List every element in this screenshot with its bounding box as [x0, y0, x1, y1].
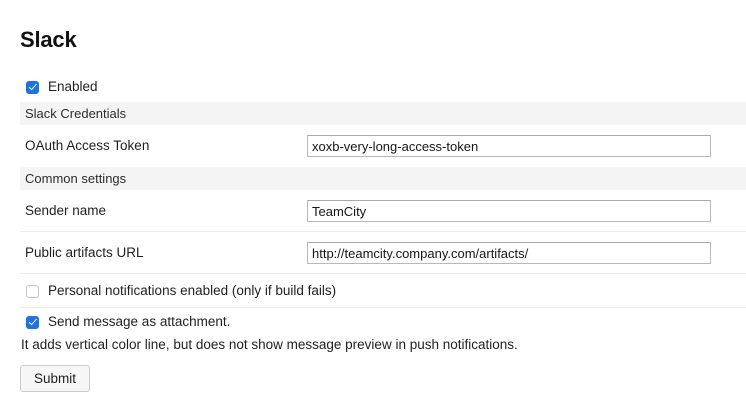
- submit-button[interactable]: Submit: [20, 365, 90, 392]
- field-row-oauth-token: OAuth Access Token: [0, 125, 746, 167]
- field-row-artifacts-url: Public artifacts URL: [0, 232, 746, 274]
- section-slack-credentials: Slack Credentials: [0, 102, 746, 125]
- artifacts-url-label: Public artifacts URL: [25, 245, 144, 260]
- slack-settings-form: Enabled Slack Credentials OAuth Access T…: [0, 66, 746, 392]
- submit-row: Submit: [0, 354, 746, 392]
- section-title-slack-credentials: Slack Credentials: [25, 106, 127, 121]
- section-title-common-settings: Common settings: [25, 171, 127, 186]
- enabled-checkbox[interactable]: [26, 80, 39, 94]
- enabled-checkbox-group[interactable]: Enabled: [26, 78, 98, 96]
- field-row-sender-name: Sender name: [0, 190, 746, 232]
- personal-notifications-row[interactable]: Personal notifications enabled (only if …: [0, 274, 746, 308]
- enabled-row: Enabled: [0, 66, 746, 102]
- sender-name-label: Sender name: [25, 203, 107, 218]
- send-as-attachment-row[interactable]: Send message as attachment.: [0, 308, 746, 336]
- section-common-settings: Common settings: [0, 167, 746, 190]
- section-band: Common settings: [20, 167, 746, 190]
- personal-notifications-checkbox[interactable]: [26, 284, 39, 298]
- section-band: Slack Credentials: [20, 102, 746, 125]
- send-as-attachment-note: It adds vertical color line, but does no…: [21, 337, 518, 352]
- page-title: Slack: [20, 27, 77, 52]
- send-as-attachment-note-row: It adds vertical color line, but does no…: [0, 336, 746, 354]
- personal-notifications-label: Personal notifications enabled (only if …: [48, 283, 337, 298]
- sender-name-input[interactable]: [307, 200, 711, 222]
- send-as-attachment-checkbox[interactable]: [26, 315, 39, 329]
- artifacts-url-input[interactable]: [307, 242, 711, 264]
- oauth-token-input[interactable]: [307, 135, 711, 157]
- enabled-label: Enabled: [48, 79, 98, 94]
- send-as-attachment-label: Send message as attachment.: [48, 314, 231, 329]
- oauth-token-label: OAuth Access Token: [25, 138, 150, 153]
